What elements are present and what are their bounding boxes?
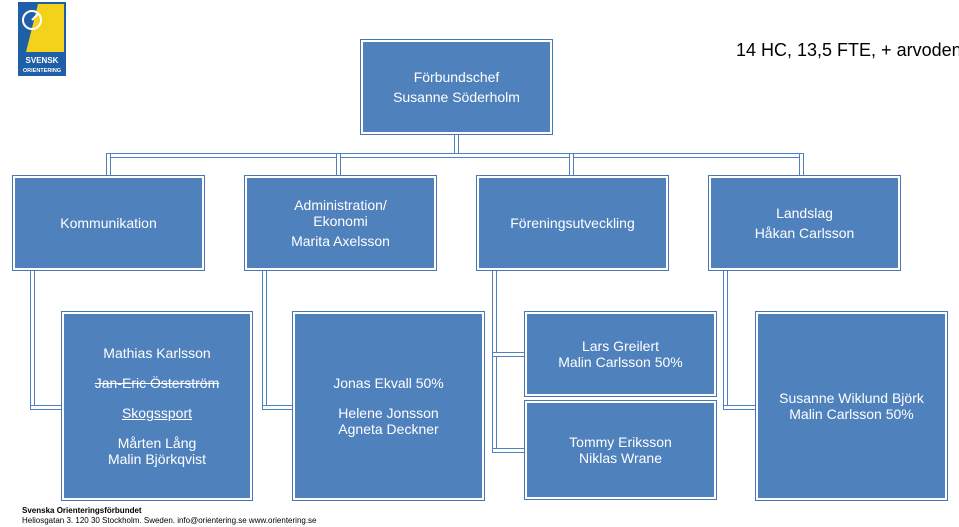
connector-administration-down	[262, 268, 267, 410]
administration-team-box: Jonas Ekvall 50% Helene Jonsson Agneta D…	[293, 312, 484, 500]
foreningsutveckling-team-a-box: Lars Greilert Malin Carlsson 50%	[525, 312, 716, 396]
headcount-summary: 14 HC, 13,5 FTE, + arvoden	[736, 40, 959, 60]
kommunikation-member-2: Jan-Eric Österström	[94, 375, 220, 391]
forbundschef-box: Förbundschef Susanne Söderholm	[361, 40, 552, 134]
administration-member-2: Helene Jonsson	[338, 405, 439, 421]
foreningsutveckling-b-member-2: Niklas Wrane	[579, 450, 662, 466]
footer-address: Heliosgatan 3. 120 30 Stockholm. Sweden.…	[22, 516, 317, 525]
ekonomi-label: Ekonomi	[313, 213, 368, 229]
landslag-team-box: Susanne Wiklund Björk Malin Carlsson 50%	[756, 312, 947, 500]
connector-administration-right	[262, 405, 297, 410]
connector-landslag-down	[723, 268, 728, 410]
foreningsutveckling-box: Föreningsutveckling	[477, 176, 668, 270]
foreningsutveckling-label: Föreningsutveckling	[510, 215, 635, 231]
kommunikation-skogssport: Skogssport	[121, 405, 193, 421]
connector-level2-bar	[106, 153, 804, 158]
connector-kommunikation-right	[30, 405, 65, 410]
landslag-name: Håkan Carlsson	[754, 225, 855, 241]
connector-foreningsutveckling-down	[492, 268, 497, 453]
logo-text-top: SVENSK	[26, 56, 59, 65]
administration-member-1: Jonas Ekvall 50%	[333, 375, 444, 391]
landslag-member-2: Malin Carlsson 50%	[789, 406, 914, 422]
administration-name: Marita Axelsson	[291, 233, 390, 249]
administration-member-3: Agneta Deckner	[338, 421, 439, 437]
logo-text-bottom: ORIENTERING	[23, 68, 61, 74]
administration-box: Administration/ Ekonomi Marita Axelsson	[245, 176, 436, 270]
foreningsutveckling-a-member-1: Lars Greilert	[581, 338, 660, 354]
connector-kommunikation-down	[30, 268, 35, 410]
landslag-box: Landslag Håkan Carlsson	[709, 176, 900, 270]
connector-foreningsutveckling-a	[492, 352, 528, 357]
forbundschef-name: Susanne Söderholm	[393, 89, 520, 105]
footer: Svenska Orienteringsförbundet Heliosgata…	[22, 506, 317, 526]
kommunikation-label: Kommunikation	[60, 215, 157, 231]
forbundschef-title: Förbundschef	[413, 69, 500, 85]
svensk-orientering-logo: SVENSK ORIENTERING	[18, 2, 66, 76]
landslag-member-1: Susanne Wiklund Björk	[779, 390, 924, 406]
connector-landslag-right	[723, 405, 759, 410]
kommunikation-member-1: Mathias Karlsson	[103, 345, 211, 361]
connector-foreningsutveckling-b	[492, 448, 528, 453]
footer-org: Svenska Orienteringsförbundet	[22, 506, 142, 515]
foreningsutveckling-a-member-2: Malin Carlsson 50%	[558, 354, 683, 370]
kommunikation-member-3: Mårten Lång	[117, 435, 197, 451]
administration-label: Administration/	[294, 197, 387, 213]
foreningsutveckling-b-member-1: Tommy Eriksson	[569, 434, 672, 450]
landslag-label: Landslag	[776, 205, 833, 221]
kommunikation-box: Kommunikation	[13, 176, 204, 270]
foreningsutveckling-team-b-box: Tommy Eriksson Niklas Wrane	[525, 401, 716, 499]
kommunikation-member-4: Malin Björkqvist	[107, 451, 207, 467]
kommunikation-team-box: Mathias Karlsson Jan-Eric Österström Sko…	[62, 312, 252, 500]
